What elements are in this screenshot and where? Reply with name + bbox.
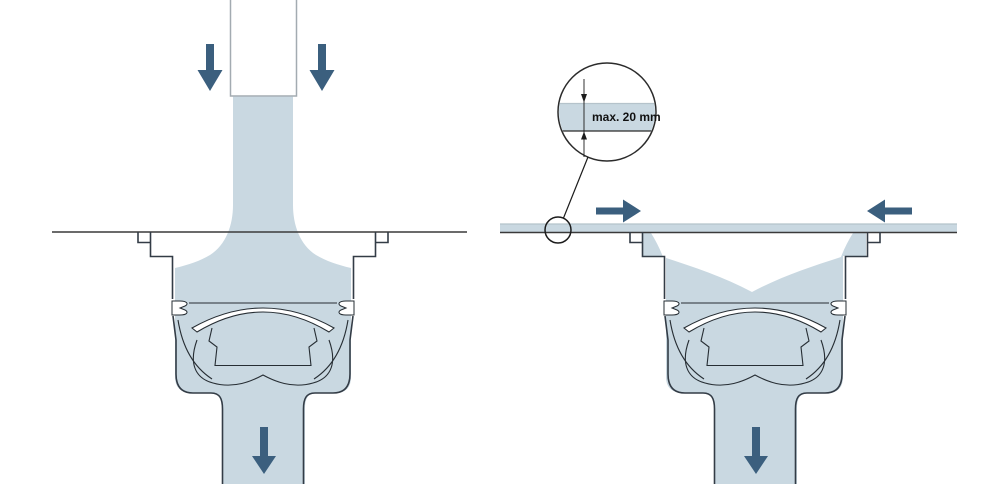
max-water-depth-label: max. 20 mm <box>592 110 661 124</box>
right-diagram <box>500 199 957 485</box>
water-column-top <box>233 96 293 117</box>
water-fill-right <box>643 233 866 484</box>
inflow-pipe <box>229 0 298 97</box>
down-arrow-icon <box>252 427 276 474</box>
magnifier-callout <box>544 62 657 244</box>
leader-line <box>562 156 589 219</box>
right-arrow-icon <box>596 199 641 223</box>
down-arrow-icon <box>309 44 335 91</box>
left-arrow-icon <box>867 199 912 223</box>
dimension-arrow-up-icon <box>581 131 587 140</box>
detail-marker-circle <box>544 216 572 244</box>
magnified-water-band <box>559 103 655 131</box>
down-arrow-icon <box>197 44 223 91</box>
left-diagram <box>52 0 467 484</box>
dimension-arrow-down-icon <box>581 94 587 103</box>
water-band <box>500 224 957 233</box>
down-arrow-icon <box>744 427 768 474</box>
water-surface-void <box>651 233 853 292</box>
water-fill-left <box>175 96 351 484</box>
